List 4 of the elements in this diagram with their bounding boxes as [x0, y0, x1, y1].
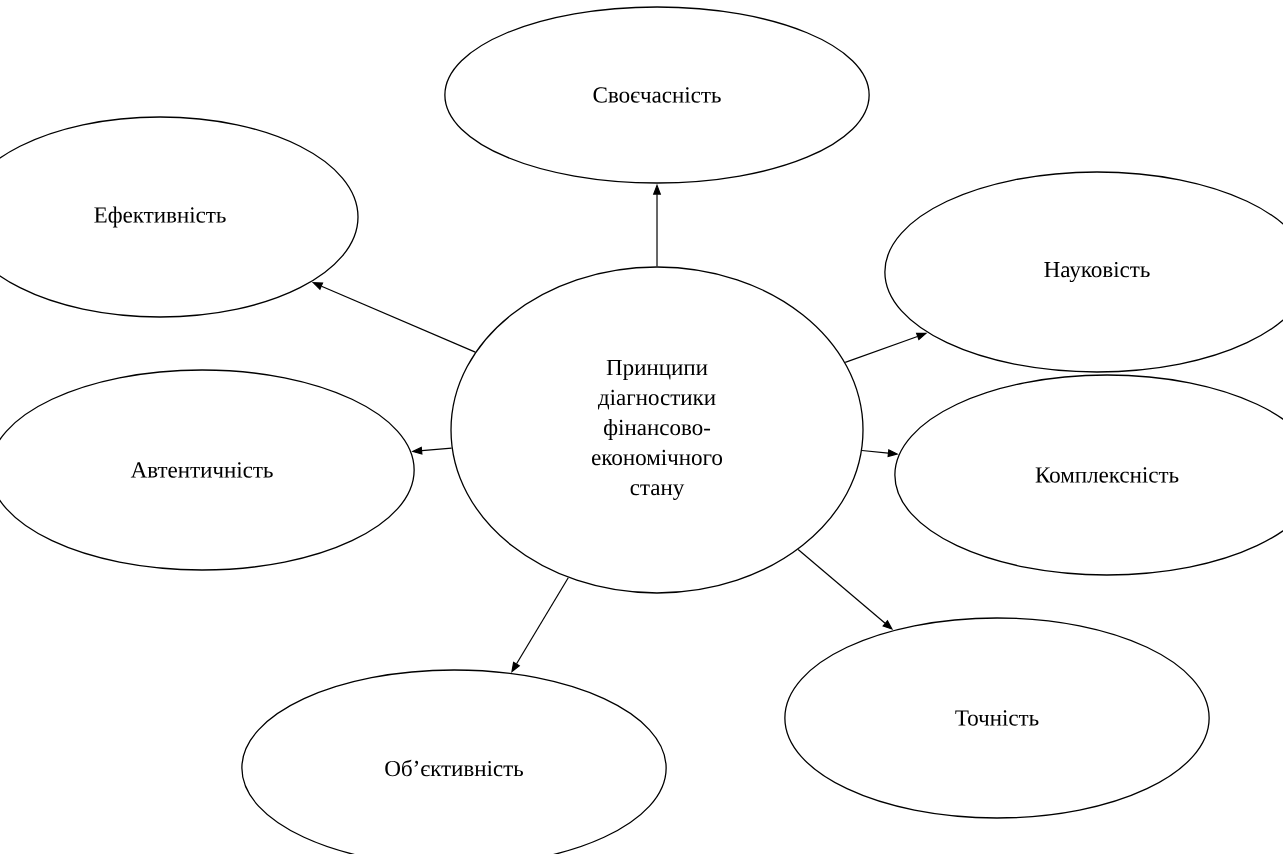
ellipse-node: Принципи діагностики фінансово-економічного стану	[450, 266, 864, 594]
ellipse-node: Своєчасність	[444, 6, 870, 184]
arrow	[511, 577, 569, 673]
ellipse-node: Точність	[784, 617, 1210, 819]
